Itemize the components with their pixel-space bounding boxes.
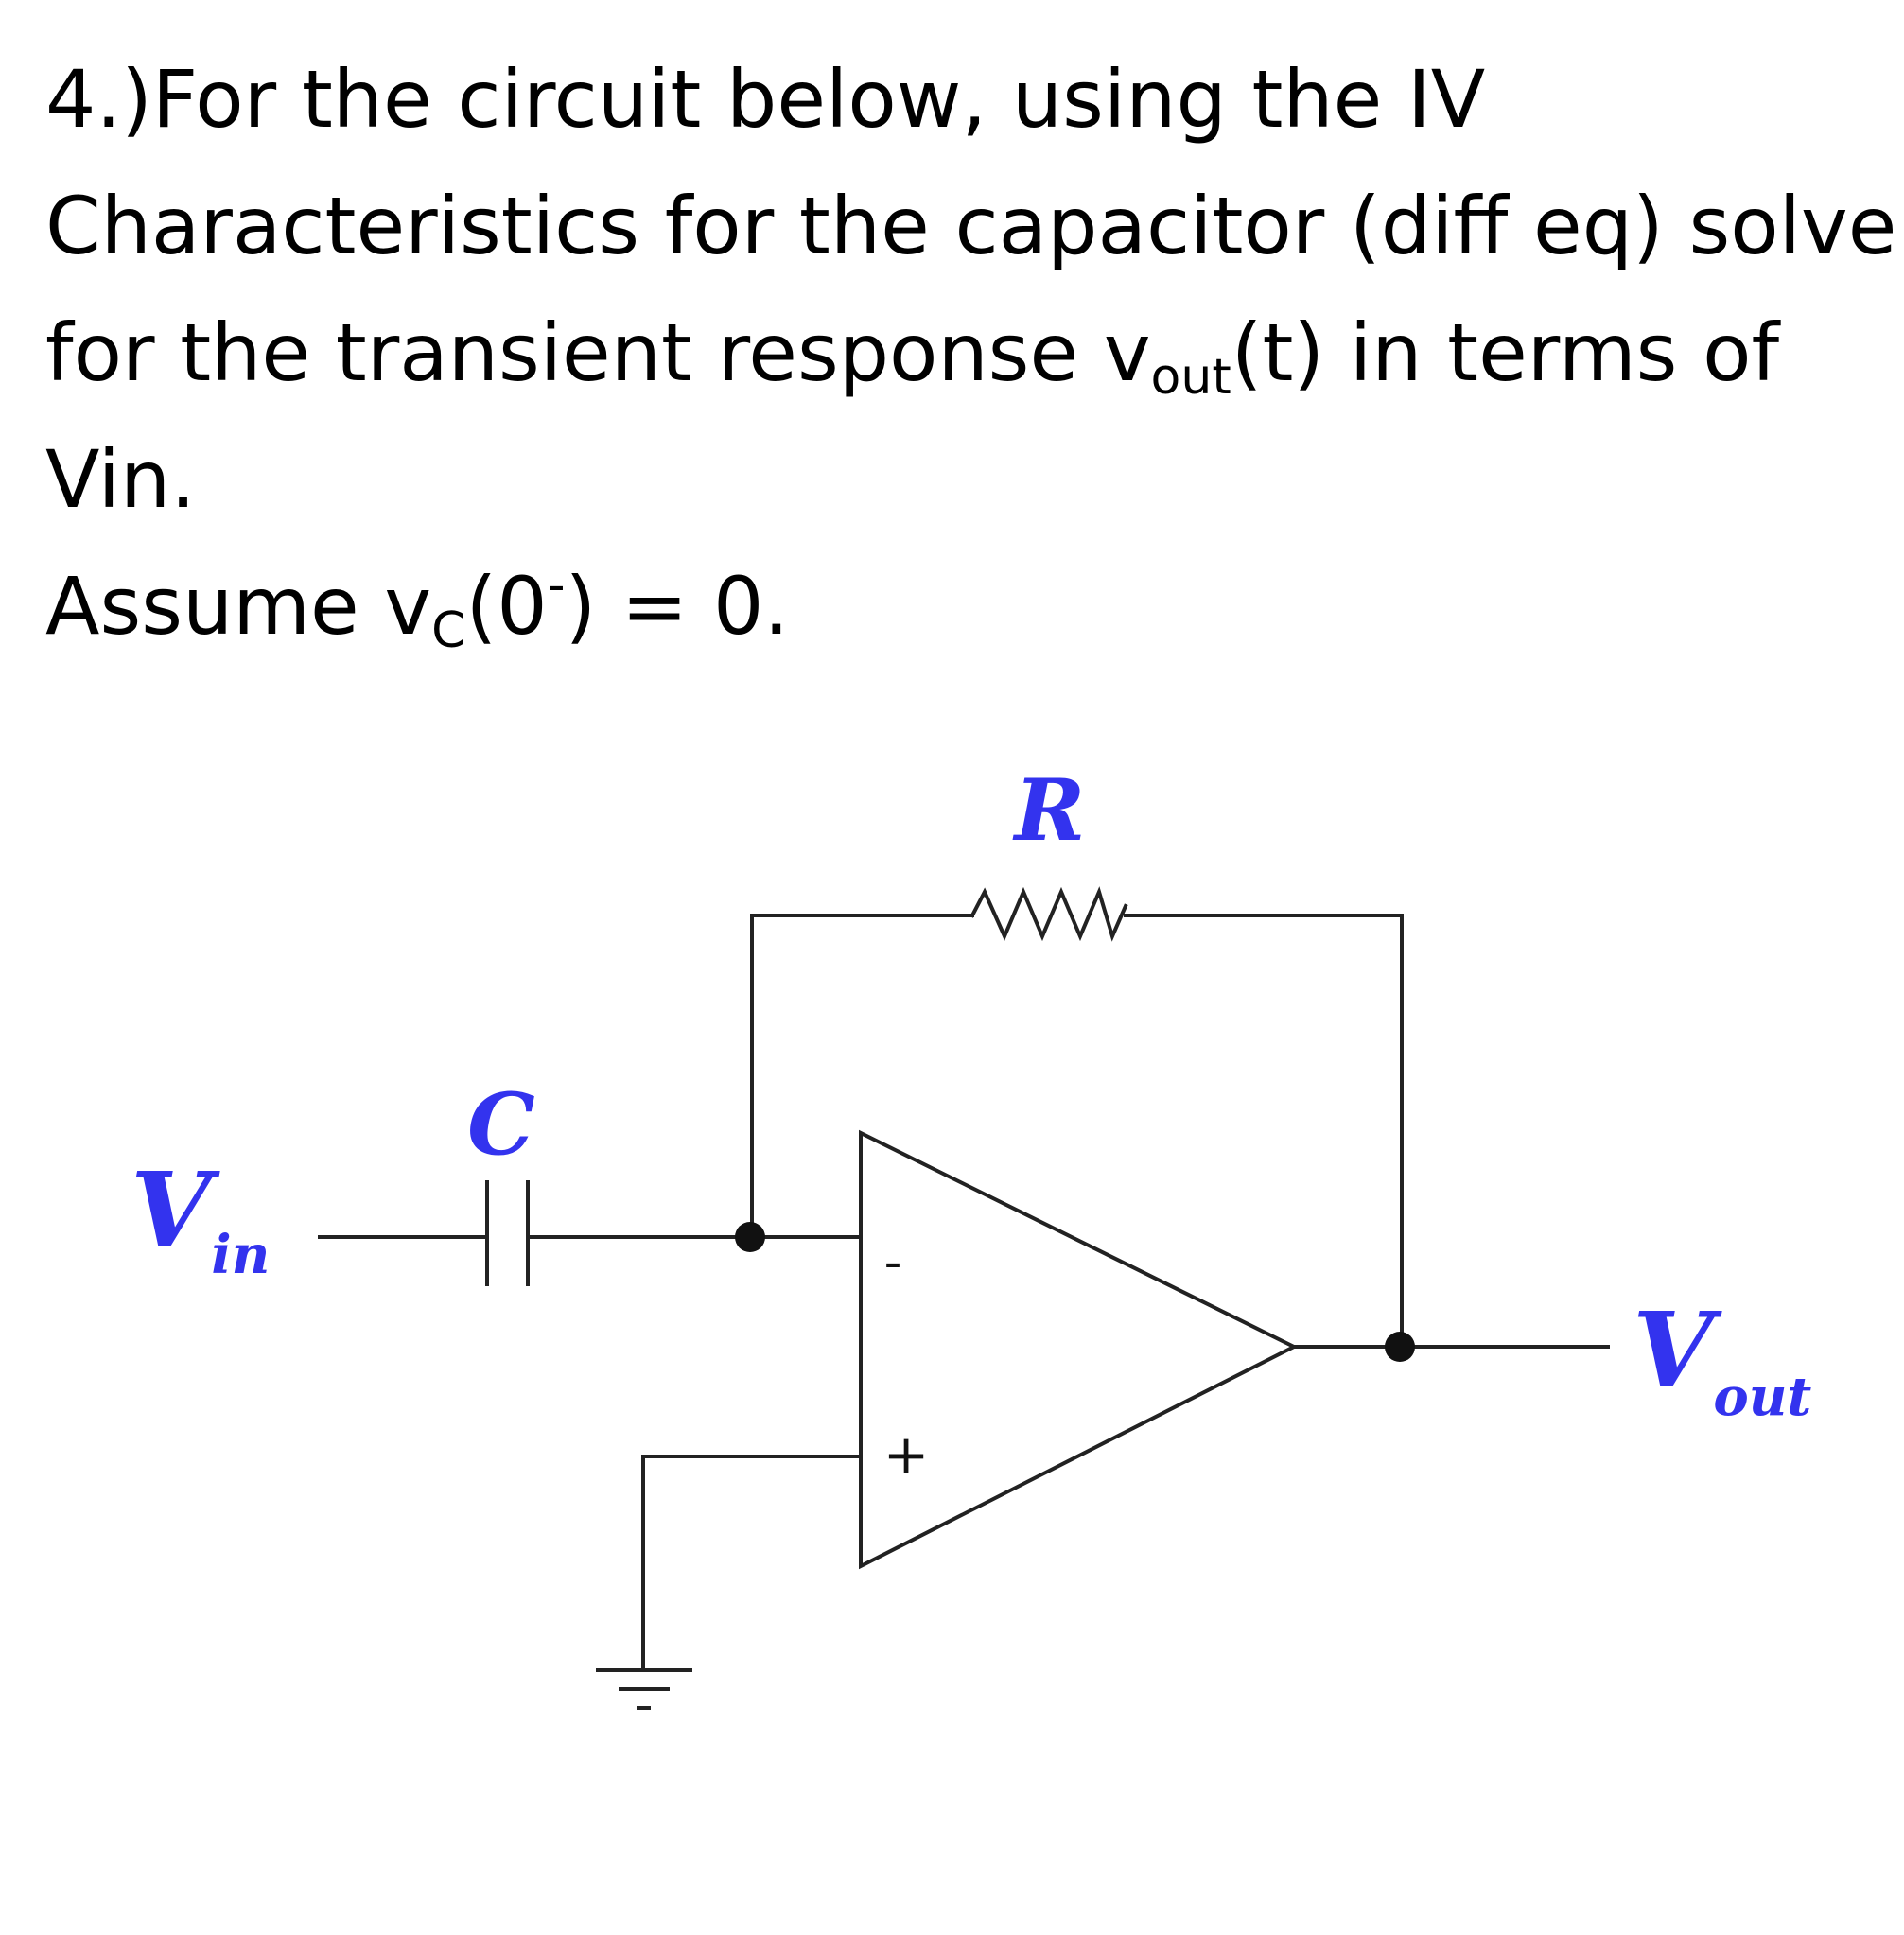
resistor-label: R: [1012, 760, 1086, 861]
zero-minus-superscript: -: [547, 557, 566, 614]
problem-line-3: for the transient response vout(t) in te…: [45, 289, 1871, 416]
vout-main: V: [1633, 1289, 1722, 1411]
problem-line-3-start: for the transient response v: [45, 306, 1151, 399]
op-amp-differentiator-circuit: - + R C Vin Vout: [131, 760, 1811, 1710]
resistor: [969, 886, 1128, 942]
vin-main: V: [131, 1149, 220, 1271]
capacitor-label: C: [467, 1074, 535, 1175]
problem-line-5-mid: (0: [465, 560, 548, 653]
vout-label: Vout: [1633, 1289, 1811, 1428]
problem-line-2: Characteristics for the capacitor (diff …: [45, 180, 1897, 272]
vin-subscript: in: [211, 1224, 270, 1286]
vout-subscript: out: [1713, 1366, 1811, 1428]
problem-line-1: 4.)For the circuit below, using the IV: [45, 53, 1486, 146]
vc-subscript: C: [431, 602, 466, 659]
op-amp-triangle: [859, 1129, 1299, 1570]
problem-line-3-end: (t) in terms of: [1231, 306, 1780, 399]
problem-line-5-end: ) = 0.: [565, 560, 790, 653]
inverting-sign: -: [884, 1234, 902, 1291]
output-node-dot: [1385, 1332, 1415, 1362]
vin-label: Vin: [131, 1149, 270, 1286]
problem-statement: 4.)For the circuit below, using the IV C…: [45, 36, 1897, 670]
vout-subscript: out: [1150, 349, 1231, 406]
inverting-node-dot: [735, 1222, 765, 1252]
noninverting-sign: +: [883, 1422, 930, 1487]
problem-line-5-start: Assume v: [45, 560, 432, 653]
problem-line-4: Vin.: [45, 433, 196, 526]
problem-line-5: Assume vC(0-) = 0.: [45, 543, 1871, 670]
